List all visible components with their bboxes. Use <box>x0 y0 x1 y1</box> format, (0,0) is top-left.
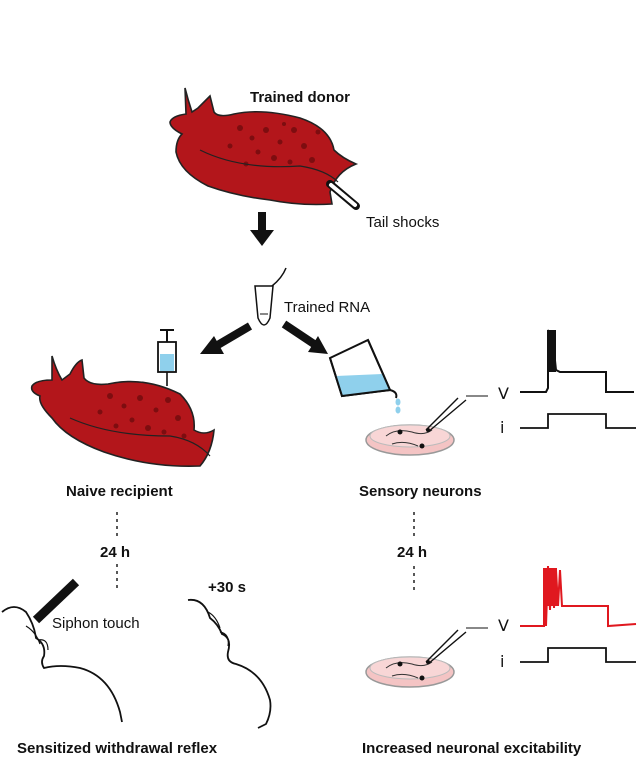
label-v-top: V <box>498 384 509 403</box>
label-increased-excitability: Increased neuronal excitability <box>362 740 582 757</box>
label-sensory-neurons: Sensory neurons <box>359 483 482 500</box>
trained-donor-aplysia-icon <box>169 87 359 206</box>
syringe-icon <box>157 329 177 386</box>
current-trace-top <box>520 413 636 429</box>
label-siphon-touch: Siphon touch <box>52 615 140 632</box>
current-trace-bottom <box>520 647 636 663</box>
naive-recipient-aplysia-icon <box>30 355 215 468</box>
label-plus-30s: +30 s <box>208 579 246 596</box>
label-delay-right: 24 h <box>397 544 428 561</box>
down-arrow-icon <box>250 212 274 246</box>
beaker-icon <box>328 338 401 414</box>
culture-dish-top-icon <box>365 397 467 456</box>
voltage-trace-excited <box>520 565 637 628</box>
tail-shock-probe-icon <box>326 180 360 210</box>
label-trained-donor: Trained donor <box>250 89 351 106</box>
arrow-to-recipient-icon <box>200 322 253 354</box>
label-v-bottom: V <box>498 616 509 635</box>
arrow-to-neurons-icon <box>281 320 328 354</box>
label-naive-recipient: Naive recipient <box>66 483 173 500</box>
rna-tube-icon <box>254 267 287 326</box>
voltage-trace-naive <box>520 329 634 393</box>
label-sensitized-reflex: Sensitized withdrawal reflex <box>17 740 218 757</box>
label-trained-rna: Trained RNA <box>284 299 371 316</box>
label-i-bottom: i <box>500 652 505 671</box>
siphon-outline-after <box>187 598 272 729</box>
label-i-top: i <box>500 418 505 437</box>
siphon-outline-before <box>1 606 123 723</box>
label-delay-left: 24 h <box>100 544 131 561</box>
siphon-probe-icon <box>32 578 80 624</box>
label-tail-shocks: Tail shocks <box>366 214 440 231</box>
culture-dish-bottom-icon <box>365 629 467 688</box>
